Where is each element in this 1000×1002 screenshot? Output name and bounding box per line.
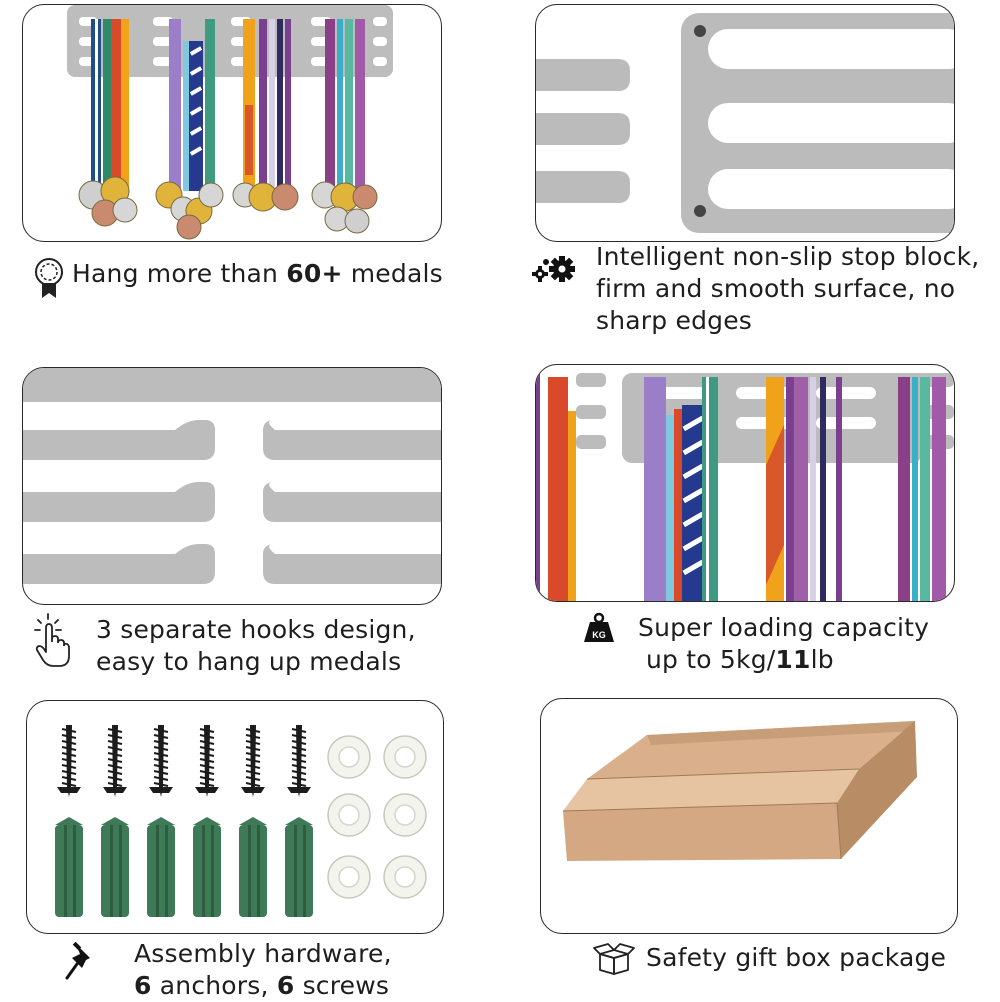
wall-anchor [193,817,221,917]
feature-highlight: 6 [134,971,152,1000]
feature-text: screws [294,971,390,1000]
assembly-hardware-image [26,700,444,934]
wall-anchor [285,817,313,917]
screw [241,725,265,797]
feature-text: Intelligent non-slip stop block, [596,242,980,271]
washer [327,855,371,899]
feature-text: anchors, [151,971,277,1000]
feature-text: Safety gift box package [646,943,947,972]
tap-hand-icon [32,612,72,668]
feature-gift-box: Safety gift box package [646,942,946,974]
medal-icon [32,256,66,300]
wall-anchor [147,817,175,917]
feature-text: Super loading capacity [638,613,930,642]
gift-box-image [540,698,958,934]
washer [383,855,427,899]
wall-anchor [239,817,267,917]
kg-weight-icon: KG [582,612,616,644]
washer [383,735,427,779]
screw [103,725,127,797]
feature-text: lb [810,645,834,674]
separate-hooks-image [22,367,442,605]
feature-assembly-hardware: Assembly hardware, 6 anchors, 6 screws [134,938,392,1002]
feature-text: up to 5kg/ [646,645,776,674]
feature-highlight: 60+ [286,259,343,288]
gears-icon [526,254,578,284]
screw [195,725,219,797]
feature-text: Assembly hardware, [134,939,392,968]
feature-text: Hang more than [72,259,287,288]
loaded-ribbons-closeup-image [535,364,955,602]
feature-text: 3 separate hooks design, [96,615,416,644]
screw [149,725,173,797]
feature-highlight: 6 [276,971,295,1000]
feature-stop-block: Intelligent non-slip stop block, firm an… [596,241,979,337]
feature-separate-hooks: 3 separate hooks design, easy to hang up… [96,614,416,678]
screw [287,725,311,797]
feature-loading-capacity: Super loading capacity up to 5kg/11lb [638,612,929,676]
washer [327,793,371,837]
wall-anchor [55,817,83,917]
feature-highlight: 11 [775,645,811,674]
medal-rack-image [22,4,442,242]
feature-text: easy to hang up medals [96,647,402,676]
feature-text: medals [342,259,443,288]
box-icon [592,942,636,976]
feature-text: sharp edges [596,306,753,335]
feature-medal-capacity: Hang more than 60+ medals [72,258,443,290]
pushpin-icon [64,942,100,982]
screw [57,725,81,797]
wall-anchor [101,817,129,917]
feature-text: firm and smooth surface, no [596,274,956,303]
washer [327,735,371,779]
stop-block-closeup-image [535,4,955,242]
weight-badge-label: KG [592,630,606,640]
washer [383,793,427,837]
